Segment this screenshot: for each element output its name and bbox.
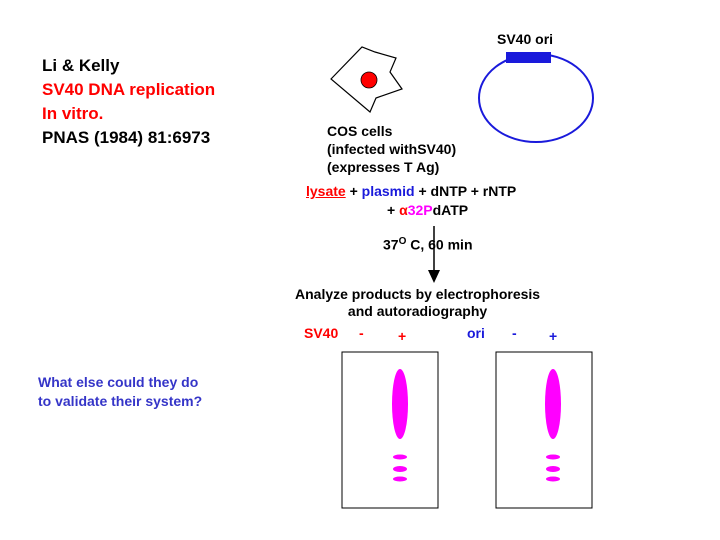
cos-cells-label: COS cells (infected withSV40) (expresses… <box>327 122 456 176</box>
analysis-text: Analyze products by electrophoresis and … <box>295 286 540 320</box>
reaction-isotope: 32P <box>407 202 433 218</box>
question-line2: to validate their system? <box>38 393 203 409</box>
gel-label-sv40: SV40 <box>304 325 339 341</box>
plasmid-ori-label: SV40 ori <box>497 31 554 47</box>
reaction-line2-prefix: + <box>387 202 400 218</box>
reaction-datp: dATP <box>432 202 469 218</box>
gel-band-small-ori <box>546 476 560 482</box>
cos-cells-line1: COS cells <box>327 123 393 139</box>
reaction-plasmid: plasmid <box>361 183 415 199</box>
citation: Li & Kelly SV40 DNA replication In vitro… <box>42 54 215 150</box>
reaction-line1: lysate + plasmid + dNTP + rNTP <box>306 183 516 199</box>
incubation-degree: O <box>398 236 407 247</box>
reaction-lysate: lysate <box>306 183 346 199</box>
gel-plus-ori: + <box>549 328 558 344</box>
gel-band-small-sv40 <box>393 476 407 482</box>
citation-title-line1: SV40 DNA replication <box>42 80 216 99</box>
incubation-temp: 37 <box>383 236 399 253</box>
gel-band-small-sv40 <box>393 466 407 472</box>
gel-band-small-ori <box>546 466 560 472</box>
discussion-question: What else could they do to validate thei… <box>38 373 202 411</box>
cos-cell-outline <box>330 46 403 113</box>
citation-journal: PNAS (1984) 81:6973 <box>42 128 211 147</box>
incubation-rest: C, 60 min <box>406 236 473 253</box>
reaction-line2: + α32PdATP <box>387 202 468 218</box>
reaction-arrow-head <box>428 270 440 283</box>
cos-cells-line3: (expresses T Ag) <box>327 159 440 175</box>
gel-minus-sv40: - <box>359 325 364 341</box>
gel-label-ori: ori <box>467 325 485 341</box>
cell-nucleus <box>360 71 378 89</box>
gel-band-large-ori <box>545 369 561 439</box>
gel-box-ori <box>495 351 593 509</box>
analysis-line1: Analyze products by electrophoresis <box>295 286 541 302</box>
incubation-conditions: 37O C, 60 min <box>383 236 473 253</box>
question-line1: What else could they do <box>38 374 199 390</box>
reaction-nucleotides: + dNTP + rNTP <box>414 183 517 199</box>
gel-band-large-sv40 <box>392 369 408 439</box>
reaction-plus: + <box>345 183 362 199</box>
cos-cells-line2: (infected withSV40) <box>327 141 457 157</box>
gel-band-small-sv40 <box>393 454 407 460</box>
reaction-alpha: α <box>399 202 408 218</box>
plasmid-circle <box>478 53 594 143</box>
gel-box-sv40 <box>341 351 439 509</box>
gel-plus-sv40: + <box>398 328 407 344</box>
citation-authors: Li & Kelly <box>42 56 120 75</box>
ori-box <box>506 52 551 63</box>
gel-minus-ori: - <box>512 325 517 341</box>
analysis-line2: and autoradiography <box>347 303 488 319</box>
citation-title-line2: In vitro. <box>42 104 104 123</box>
gel-band-small-ori <box>546 454 560 460</box>
